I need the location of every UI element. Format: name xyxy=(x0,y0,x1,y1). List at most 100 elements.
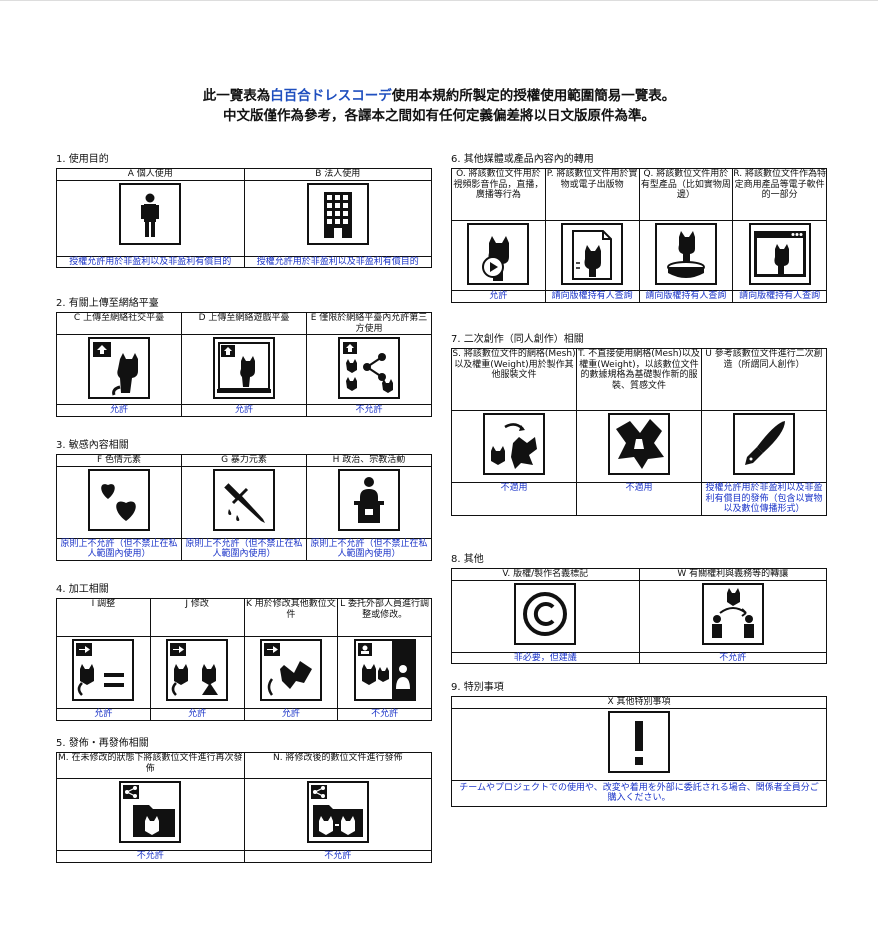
section-media-reuse: 6. 其他媒體或產品內容內的轉用 O. 將該數位文件用於視頻影音作品，直播，廣播… xyxy=(451,154,827,303)
cell-icon-J xyxy=(149,636,245,709)
cell-foot-W: 不允許 xyxy=(638,651,827,664)
section-special: 9. 特別事項 X 其他特別事項 チームやプロジェクトでの使用や、改変や着用を外… xyxy=(451,682,827,807)
figure-cat-icon xyxy=(654,223,717,285)
cell-foot-K: 允許 xyxy=(243,708,339,721)
cell-head-M: M. 在未修改的狀態下將該數位文件進行再次發佈 xyxy=(56,752,245,779)
section-processing: 4. 加工相關 I 調整 J 修改 K 用於修改其他數位文件 L 委托外部人員進… xyxy=(56,584,432,721)
cell-icon-N xyxy=(243,778,432,851)
cell-icon-Q xyxy=(638,220,734,291)
cell-foot-J: 允許 xyxy=(149,708,245,721)
section-upload: 2. 有關上傳至網絡平臺 C 上傳至網絡社交平臺 D 上傳至網絡遊戲平臺 E 僅… xyxy=(56,298,432,417)
cell-icon-D xyxy=(181,334,307,405)
cell-head-G: G 暴力元素 xyxy=(181,454,307,467)
cell-foot-O: 允許 xyxy=(451,290,546,303)
cell-icon-L xyxy=(337,636,432,709)
header-line-1: 此一覽表為白百合ドレスコーデ使用本規約所製定的授權使用範圍簡易一覽表。 xyxy=(0,86,878,106)
cell-head-K: K 用於修改其他數位文件 xyxy=(243,598,339,637)
dress-icon xyxy=(608,413,670,475)
header-suffix: 使用本規約所製定的授權使用範圍簡易一覽表。 xyxy=(391,88,676,104)
section-title: 4. 加工相關 xyxy=(56,584,109,595)
cell-icon-V xyxy=(451,579,640,653)
cell-head-C: C 上傳至網絡社交平臺 xyxy=(56,312,182,335)
cell-icon-T xyxy=(576,410,702,483)
usage-purpose-table: A 個人使用 B 法人使用 授權允許用於非盈利以及非盈利有償目的 授權允許用於非… xyxy=(56,168,432,268)
cell-head-A: A 個人使用 xyxy=(56,168,245,181)
cell-head-N: N. 將修改後的數位文件進行發佈 xyxy=(243,752,432,779)
cell-head-F: F 色情元素 xyxy=(56,454,182,467)
cell-foot-T: 不適用 xyxy=(576,482,702,516)
cell-head-S: S. 將該數位文件的網格(Mesh)以及權重(Weight)用於製作其他服裝文件 xyxy=(451,348,577,411)
video-cat-icon xyxy=(467,223,530,285)
cell-icon-H xyxy=(306,465,432,539)
cell-icon-K xyxy=(243,636,339,709)
cell-icon-P xyxy=(544,220,640,291)
cell-icon-R xyxy=(732,220,827,291)
cell-foot-B: 授權允許用於非盈利以及非盈利有償目的 xyxy=(243,255,432,268)
section-sensitive: 3. 敏感內容相關 F 色情元素 G 暴力元素 H 政治、宗教活動 原則上不允許… xyxy=(56,440,432,561)
share-network-cat-icon xyxy=(338,337,400,399)
section-derivative: 7. 二次創作（同人創作）相關 S. 將該數位文件的網格(Mesh)以及權重(W… xyxy=(451,334,827,516)
distribution-table: M. 在未修改的狀態下將該數位文件進行再次發佈 N. 將修改後的數位文件進行發佈… xyxy=(56,752,432,863)
cell-icon-C xyxy=(56,334,182,405)
section-title: 2. 有關上傳至網絡平臺 xyxy=(56,298,159,309)
knife-icon xyxy=(213,468,275,531)
game-upload-cat-icon xyxy=(213,337,275,399)
cell-foot-P: 請向版權持有人查詢 xyxy=(544,290,640,303)
cell-head-I: I 調整 xyxy=(56,598,151,637)
section-title: 3. 敏感內容相關 xyxy=(56,440,129,451)
header-line-2: 中文版僅作為參考，各譯本之間如有任何定義偏差將以日文版原件為準。 xyxy=(223,108,655,124)
cell-head-T: T. 不直接使用網格(Mesh)以及權重(Weight)，以該數位文件的數據規格… xyxy=(576,348,702,411)
cell-head-B: B 法人使用 xyxy=(243,168,432,181)
top-divider xyxy=(0,0,878,1)
cell-foot-R: 請向版權持有人查詢 xyxy=(732,290,827,303)
share-folder-cat-icon xyxy=(119,781,182,843)
arrow-cat-equal-icon xyxy=(72,639,135,701)
special-table: X 其他特別事項 チームやプロジェクトでの使用や、改変や着用を外部に委託される場… xyxy=(451,696,827,807)
cell-head-R: R. 將該數位文件作為特定商用產品等電子軟件的一部分 xyxy=(732,168,827,221)
arrow-cat-pair-icon xyxy=(166,639,229,701)
arrow-cat-dress-icon xyxy=(259,639,322,701)
cell-foot-D: 允許 xyxy=(181,404,307,417)
cell-head-D: D 上傳至網絡遊戲平臺 xyxy=(181,312,307,335)
cell-foot-X: チームやプロジェクトでの使用や、改変や着用を外部に委託される場合、関係者全員分ご… xyxy=(451,779,827,807)
transfer-people-icon xyxy=(701,582,764,645)
section-title: 8. 其他 xyxy=(451,554,484,565)
cell-icon-E xyxy=(306,334,432,405)
cell-head-J: J 修改 xyxy=(149,598,245,637)
cell-head-P: P. 將該數位文件用於實物或電子出版物 xyxy=(544,168,640,221)
document-cat-icon xyxy=(561,223,624,285)
section-title: 6. 其他媒體或產品內容內的轉用 xyxy=(451,154,594,165)
cell-foot-M: 不允許 xyxy=(56,850,245,863)
cell-icon-A xyxy=(56,179,245,257)
cell-head-W: W 有關權利與義務等的轉讓 xyxy=(638,568,827,581)
section-distribution: 5. 發佈・再發佈相關 M. 在未修改的狀態下將該數位文件進行再次發佈 N. 將… xyxy=(56,738,432,863)
other-table: V. 版權/製作名義標記 W 有關權利與義務等的轉讓 非必要，但建議 不允許 xyxy=(451,568,827,664)
exclamation-icon xyxy=(608,710,670,773)
header-prefix: 此一覽表為 xyxy=(202,88,271,104)
page-header: 此一覽表為白百合ドレスコーデ使用本規約所製定的授權使用範圍簡易一覽表。 中文版僅… xyxy=(0,86,878,126)
section-title: 9. 特別事項 xyxy=(451,682,504,693)
cell-icon-O xyxy=(451,220,546,291)
cell-icon-G xyxy=(181,465,307,539)
cell-foot-G: 原則上不允許（但不禁止在私人範圍內使用） xyxy=(181,537,307,561)
podium-speaker-icon xyxy=(338,468,400,531)
pen-nib-icon xyxy=(733,413,795,475)
cell-head-O: O. 將該數位文件用於視頻影音作品，直播，廣播等行為 xyxy=(451,168,546,221)
hearts-icon xyxy=(88,468,150,531)
person-icon xyxy=(119,182,182,245)
derivative-table: S. 將該數位文件的網格(Mesh)以及權重(Weight)用於製作其他服裝文件… xyxy=(451,348,827,516)
cell-icon-X xyxy=(451,707,827,781)
cell-foot-V: 非必要，但建議 xyxy=(451,651,640,664)
cell-icon-M xyxy=(56,778,245,851)
cell-head-Q: Q. 將該數位文件用於有型產品（比如實物周邊） xyxy=(638,168,734,221)
cell-foot-I: 允許 xyxy=(56,708,151,721)
cell-head-H: H 政治、宗教活動 xyxy=(306,454,432,467)
cell-head-L: L 委托外部人員進行調整或修改。 xyxy=(337,598,432,637)
cell-icon-F xyxy=(56,465,182,539)
cell-foot-N: 不允許 xyxy=(243,850,432,863)
section-title: 1. 使用目的 xyxy=(56,154,109,165)
cell-head-U: U 參考該數位文件進行二次創造（所謂同人創作） xyxy=(701,348,827,411)
upload-cat-icon xyxy=(88,337,150,399)
cell-foot-A: 授權允許用於非盈利以及非盈利有償目的 xyxy=(56,255,245,268)
cell-foot-C: 允許 xyxy=(56,404,182,417)
